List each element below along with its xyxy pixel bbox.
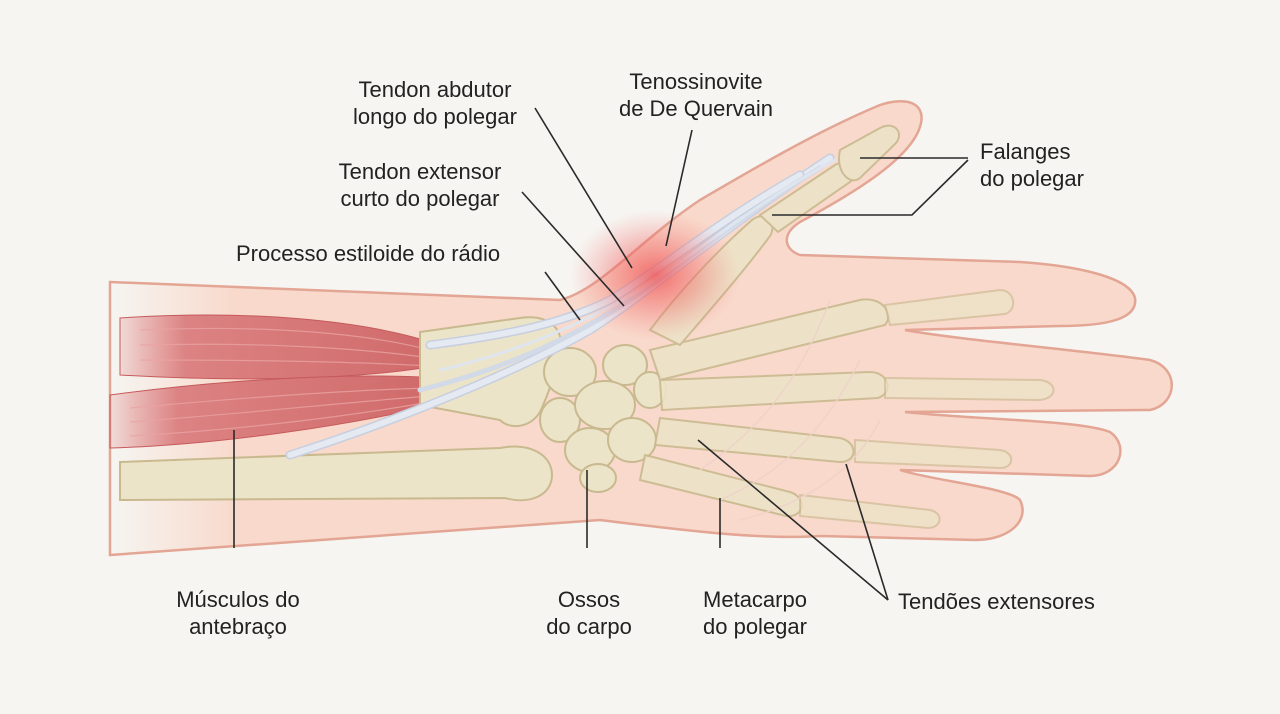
leader-lines xyxy=(233,107,969,601)
label-de-quervain: Tenossinovite de De Quervain xyxy=(618,69,774,121)
label-abductor-tendon: Tendon abdutor longo do polegar xyxy=(353,77,517,129)
label-extensor-tendon: Tendon extensor curto do polegar xyxy=(338,159,502,211)
carpal-bones-shapes xyxy=(539,344,667,493)
label-carpal-bones: Ossos do carpo xyxy=(546,587,632,639)
label-thumb-phalanges: Falanges do polegar xyxy=(980,139,1084,191)
inflammation-area xyxy=(570,210,740,340)
label-thumb-metacarpal: Metacarpo do polegar xyxy=(703,587,807,639)
ulna-bone xyxy=(119,445,554,502)
label-forearm-muscles: Músculos do antebraço xyxy=(176,587,300,639)
forearm-muscles xyxy=(109,314,450,449)
label-radial-styloid: Processo estiloide do rádio xyxy=(236,241,501,266)
thumb-distal-phalanx xyxy=(838,124,900,182)
label-extensor-tendons: Tendões extensores xyxy=(898,589,1095,614)
